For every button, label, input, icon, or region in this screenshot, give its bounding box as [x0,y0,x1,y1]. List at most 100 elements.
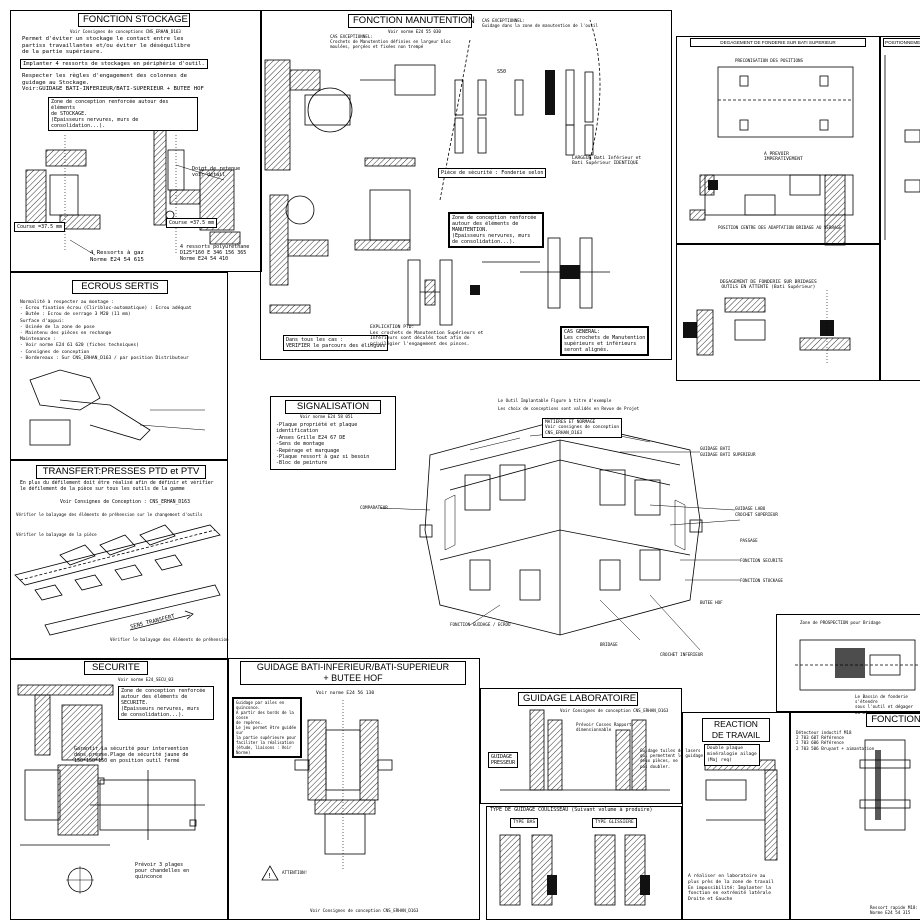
assembly-label-6: FONCTION SECURITE [740,558,783,563]
manutention-explication: EXPLICATION PTD: Les crochets de Manuten… [370,325,484,347]
fonction-right-footer: Ressort rapide M18: Norme E24 54 315 [870,905,918,916]
panel-stockage [10,10,262,272]
degagement-positions: PRECONISATION DES POSITIONS [735,58,804,63]
assembly-label-10: COMPARATEUR [360,505,388,510]
coulisseau-title: TYPE DE GUIDAGE COULISSEAU (Suivant volu… [490,807,653,813]
securite-prevoir: Prévoir 3 plages pour chandelles en quin… [135,862,190,880]
assembly-header: Le Outil Implantable Figure à titre d'ex… [498,398,612,403]
assembly-label-11: BUTEE HOF [700,600,723,605]
panel-degagement-brid [676,244,880,381]
assembly-label-0: GUIDAGE BATI [700,446,731,451]
manutention-zone: Zone de conception renforcée autour des … [448,212,544,248]
transfert-title: TRANSFERT:PRESSES PTD et PTV [36,465,206,479]
securite-title: SECURITE [84,661,148,675]
transfert-l2: Vérifier le balayage de la pièce [16,532,97,537]
guidage-bati-footer: Voir Consignes de conception CNS_ERHAN_D… [310,908,419,913]
manutention-cas-general: CAS GENERAL: Les crochets de Manutention… [560,326,650,356]
reaction-title: REACTION DE TRAVAIL [702,718,770,742]
assembly-label-1: GUIDAGE BATI SUPERIEUR [700,452,756,457]
assembly-drawing [379,419,741,651]
ecrous-body: Normalité à respecter au montage : - Ecr… [20,300,192,361]
stockage-zone: Zone de conception renforcée autour des … [48,97,198,131]
guidage-labo-cnx: Prévoir Cosses Rapport dimensionnable [576,722,632,733]
reaction-body: Double plaque minéralogie ailage (Maj re… [704,744,760,766]
signalisation-items: -Plaque propriété et plaque identificati… [276,422,370,467]
assembly-label-2: GUIDAGE LABO [735,506,766,511]
manutention-drawing [264,19,610,326]
assembly-label-9: BRIDAGE [600,642,618,647]
panel-bridage [776,614,920,712]
stockage-callout: Doigt de retenue voir détail [192,166,241,178]
stockage-note1: Implanter 4 ressorts de stockages en pér… [20,59,208,69]
securite-zone: Zone de conception renforcée autour des … [118,686,214,720]
guidage-labo-title: GUIDAGE LABORATOIRE [518,692,638,706]
transfert-norm: Voir Consignes de Conception : CNS_ERHAN… [60,500,190,505]
assembly-label-8: FONCTION GUIDAGE / ECROU [450,622,511,627]
guidage-labo-norm: Voir Consignes de conception CNS_ERHAN_D… [560,708,669,713]
signalisation-title: SIGNALISATION [285,400,381,414]
transfert-bottom: Vérifier le balayage des éléments de pré… [110,637,229,642]
guidage-bati-note: Guidage par ailes en quinconce. A partir… [232,697,302,758]
manutention-largeur: LARGEUR Bati Inférieur et Bati Supérieur… [572,156,642,167]
panel-guidage-labo [480,688,682,804]
reaction-bottom: A réaliser en laboratoire au plus près d… [688,874,774,903]
manutention-norm: Voir norme E24 55 030 [388,29,441,34]
degagement-title: DEGAGEMENT DE FONDERIE SUR BATI SUPERIEU… [690,38,866,47]
panel-transfert [10,460,228,660]
manutention-s50: S50 [497,69,507,75]
coulisseau-type-bas: TYPE BAS [510,818,539,828]
degagement-sub: DEGAGEMENT DE FONDERIE SUR BRIDAGES OUTI… [720,280,817,291]
panel-manutention [260,10,672,360]
assembly-header2: Les choix de conceptions sont validés en… [498,406,640,411]
signalisation-norm: Voir norme E24 58 051 [300,414,353,419]
positionnement-title: POSITIONNEMENT [883,38,920,47]
guidage-bati-norm: Voir norme E24 56 130 [316,691,375,696]
degagement-bottom: POSITION CENTRE DES ADAPTATION BRIDAGE A… [718,225,842,230]
fonction-right-items: Détecteur inductif M18 2 703 607 Référen… [796,730,875,751]
bridage-drawing [795,639,920,691]
guidage-bati-title: GUIDAGE BATI-INFERIEUR/BATI-SUPERIEUR + … [240,661,466,685]
panel-signalisation [270,396,396,470]
guidage-bati-warning: ATTENTION! [282,870,308,875]
bridage-title: Zone de PROSPECTION pour Bridage [800,620,881,625]
stockage-drawing [25,124,241,256]
manutention-piece: Pièce de sécurité : Fonderie selon [438,168,547,178]
degagement-prevoir: A PREVOIR IMPERATIVEMENT [764,152,803,163]
stockage-course-right: Course =37.5 mm [166,218,218,228]
manutention-cas-exc2: CAS EXCEPTIONNEL: Guidage dans la zone d… [482,18,598,29]
stockage-note2: Respecter les règles d'engagement des co… [22,73,204,93]
manutention-title: FONCTION MANUTENTION [348,14,475,28]
panel-positionnement [880,36,920,381]
fonction-right-title: FONCTION [866,713,920,727]
svg-text:!: ! [268,872,271,880]
guidage-bati-drawing: ! [261,700,393,881]
ecrous-drawing [29,369,206,446]
stockage-ressorts-gaz: 4 Ressorts à gaz Norme E24 54 615 [90,250,144,263]
stockage-title: FONCTION STOCKAGE [78,13,190,27]
guidage-labo-drawing [499,709,670,906]
degagement-drawing [683,55,920,365]
coulisseau-type-glissiere: TYPE GLISSIERE [592,818,637,828]
manutention-dans-tous: Dans tous les cas : VERIFIER le parcours… [283,335,389,351]
assembly-label-5: PASSAGE [740,538,758,543]
assembly-label-3: CROCHET SUPERIEUR [735,512,778,517]
guidage-labo-side: GUIDAGE PRESSEUR [488,752,519,768]
securite-drawing [17,684,205,894]
manutention-cas-exc1: CAS EXCEPTIONNEL: Crochets de Manutentio… [330,34,452,50]
stockage-norm: Voir Consignes de conceptions CNS_ERHAN_… [70,29,181,34]
securite-garantir: Garantir la sécurité pour intervention d… [74,746,189,764]
ecrous-title: ECROUS SERTIS [72,280,168,294]
assembly-label-4: FONCTION STOCKAGE [740,578,783,583]
transfert-l1: Vérifier le balayage des éléments de pré… [16,512,203,517]
fonction-right-drawing [859,739,911,831]
stockage-intro: Permet d'éviter un stockage le contact e… [22,36,191,56]
stockage-ressorts-poly: 4 ressorts polyuréthane D125*160 E 346 1… [180,244,250,262]
assembly-matieres: MATIERES ET NORMAGE Voir consignes de co… [542,418,623,439]
transfert-drawing [14,524,221,636]
panel-degagement [676,36,880,244]
panel-ecrous [10,272,228,460]
transfert-body: En plus du défilement doit être réalisé … [20,481,214,492]
securite-norm: Voir norme E24_SECU_03 [118,677,174,682]
